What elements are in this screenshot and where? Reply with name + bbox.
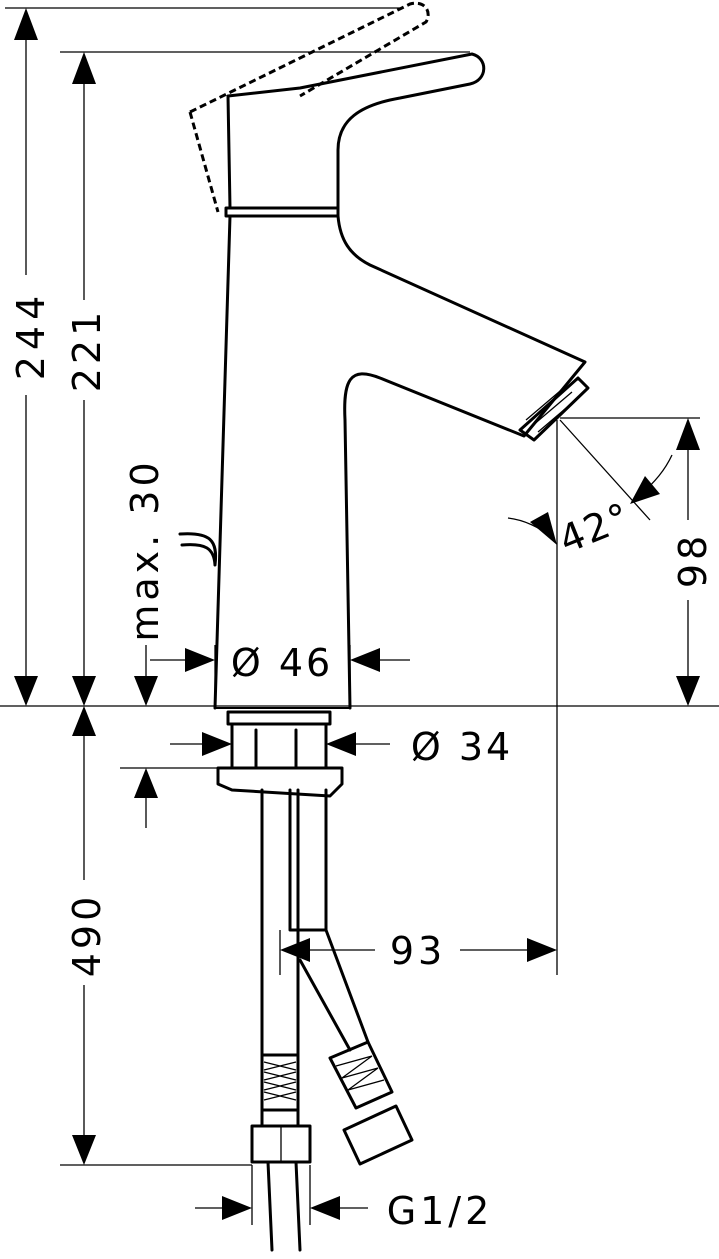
left-connector-pipe xyxy=(266,1160,302,1252)
dim-g-1-2: G1/2 xyxy=(387,1189,494,1233)
lever-raised-outline xyxy=(188,1,430,213)
dim-diameter-34: Ø 34 xyxy=(411,725,513,769)
dim-221: 221 xyxy=(65,308,109,393)
hose-right-angled xyxy=(298,928,370,1052)
left-fitting-knurl xyxy=(263,1061,297,1162)
dim-diameter-46: Ø 46 xyxy=(231,641,333,685)
dim-98: 98 xyxy=(671,532,715,588)
dim-max-30: max. 30 xyxy=(123,458,167,641)
faucet-body xyxy=(178,1,590,1252)
left-fitting xyxy=(250,1053,312,1164)
dim-490: 490 xyxy=(65,893,109,978)
popup-rod xyxy=(178,532,218,567)
right-fitting-knurl xyxy=(335,1055,385,1091)
aerator-detail xyxy=(525,385,579,433)
lock-nut xyxy=(216,766,344,798)
spout-aerator xyxy=(518,376,590,442)
lever-handle xyxy=(226,52,486,210)
dimension-labels: 244 221 max. 30 490 98 Ø 46 Ø 34 93 G1/2… xyxy=(9,290,715,1233)
lever-collar xyxy=(224,206,340,218)
dim-93: 93 xyxy=(390,929,446,973)
dim-244: 244 xyxy=(9,290,53,381)
hose-right-upper xyxy=(288,788,328,932)
thread-shank xyxy=(226,710,332,726)
spout-outline xyxy=(336,214,587,710)
hose-left xyxy=(260,788,300,1057)
dim-angle-42: 42° xyxy=(553,494,638,562)
dimension-lines xyxy=(0,7,719,1225)
shank-body xyxy=(230,722,328,770)
body-left-edge xyxy=(213,214,232,710)
right-fitting xyxy=(328,1040,414,1166)
